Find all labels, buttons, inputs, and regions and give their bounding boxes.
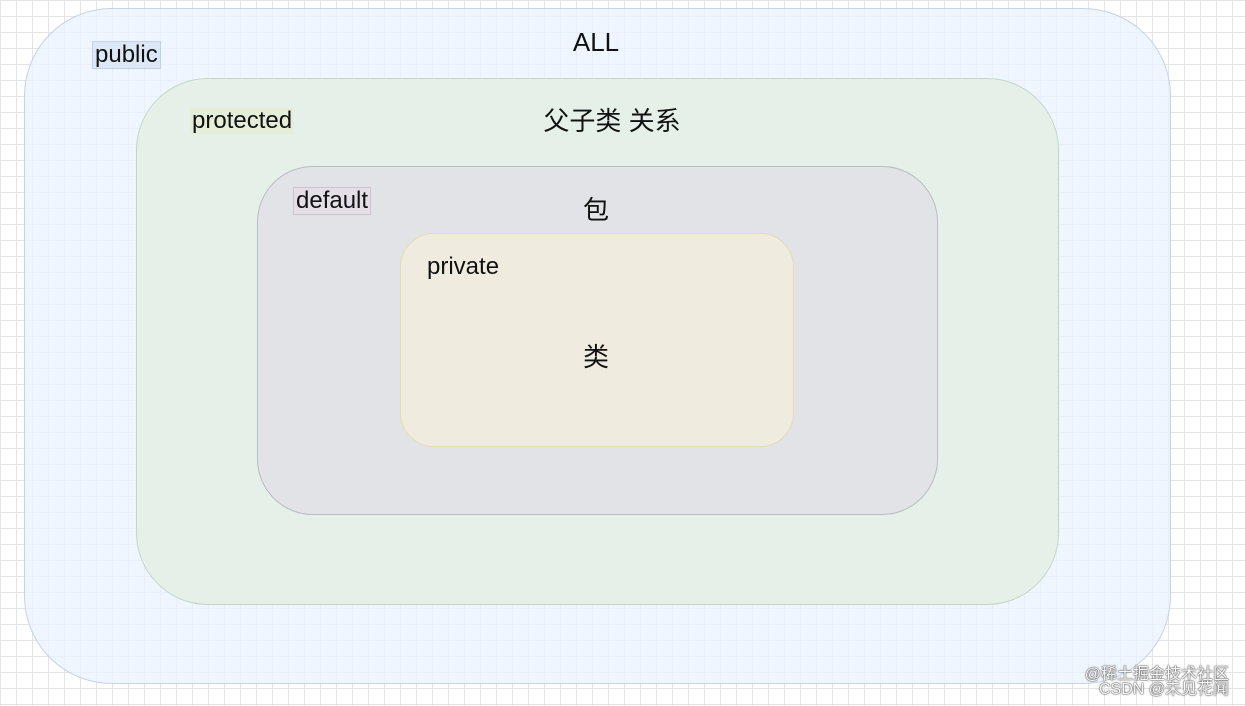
private-scope-caption: 类 [582, 342, 609, 372]
csdn-watermark: CSDN @未见花闻 [1098, 681, 1229, 698]
public-modifier-label: public [92, 41, 161, 69]
protected-scope-caption: 父子类 关系 [543, 106, 681, 136]
default-modifier-label: default [293, 187, 372, 215]
protected-modifier-label: protected [190, 107, 295, 134]
private-modifier-label: private [425, 253, 502, 280]
juejin-watermark: @稀土掘金技术社区 [1084, 666, 1229, 683]
public-scope-caption: ALL [572, 27, 620, 57]
default-scope-caption: 包 [582, 195, 609, 225]
